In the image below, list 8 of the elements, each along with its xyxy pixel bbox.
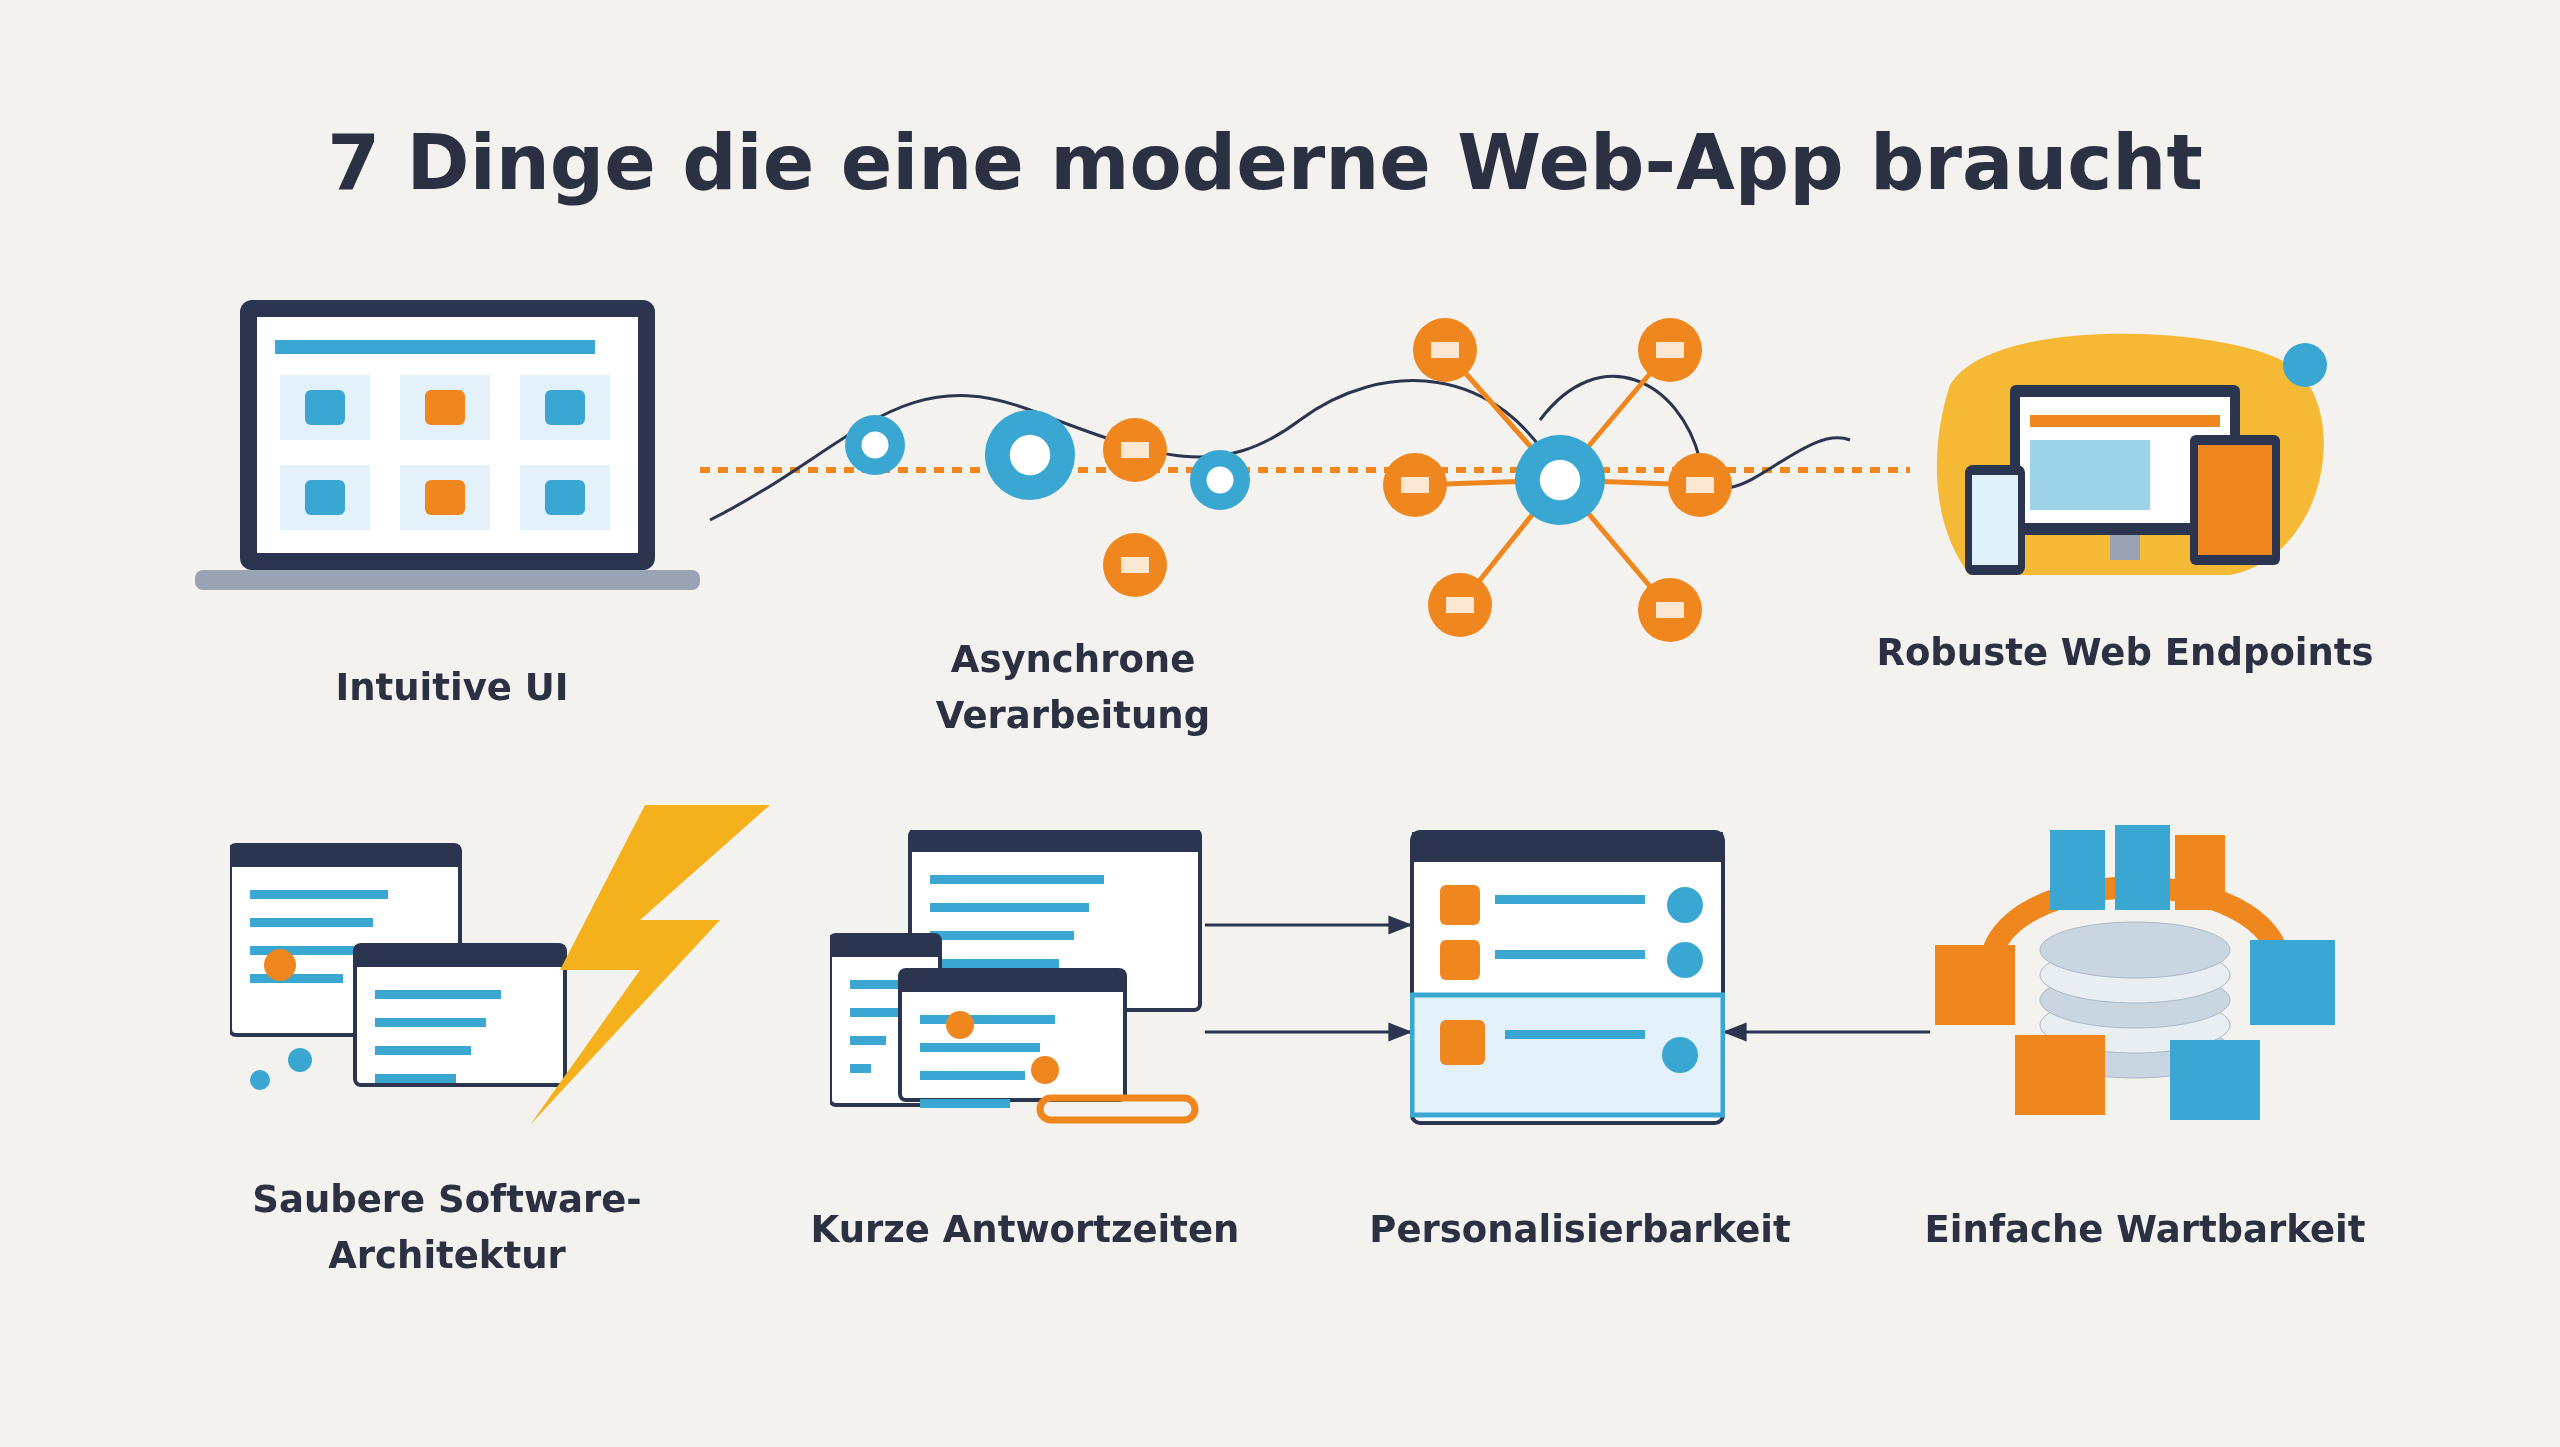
node-label: Personalisierbarkeit	[1368, 1207, 1792, 1253]
node-label: Robuste Web Endpoints	[1875, 630, 2375, 676]
node-label: Kurze Antwortzeiten	[809, 1207, 1241, 1253]
node-label: Intuitive UI	[334, 665, 570, 711]
node-label: Saubere Software-Architektur	[251, 1177, 643, 1279]
title: 7 Dinge die eine moderne Web-App braucht	[326, 118, 2204, 207]
node-label: Asynchrone Verarbeitung	[934, 637, 1212, 739]
node-label: Einfache Wartbarkeit	[1923, 1207, 2367, 1253]
